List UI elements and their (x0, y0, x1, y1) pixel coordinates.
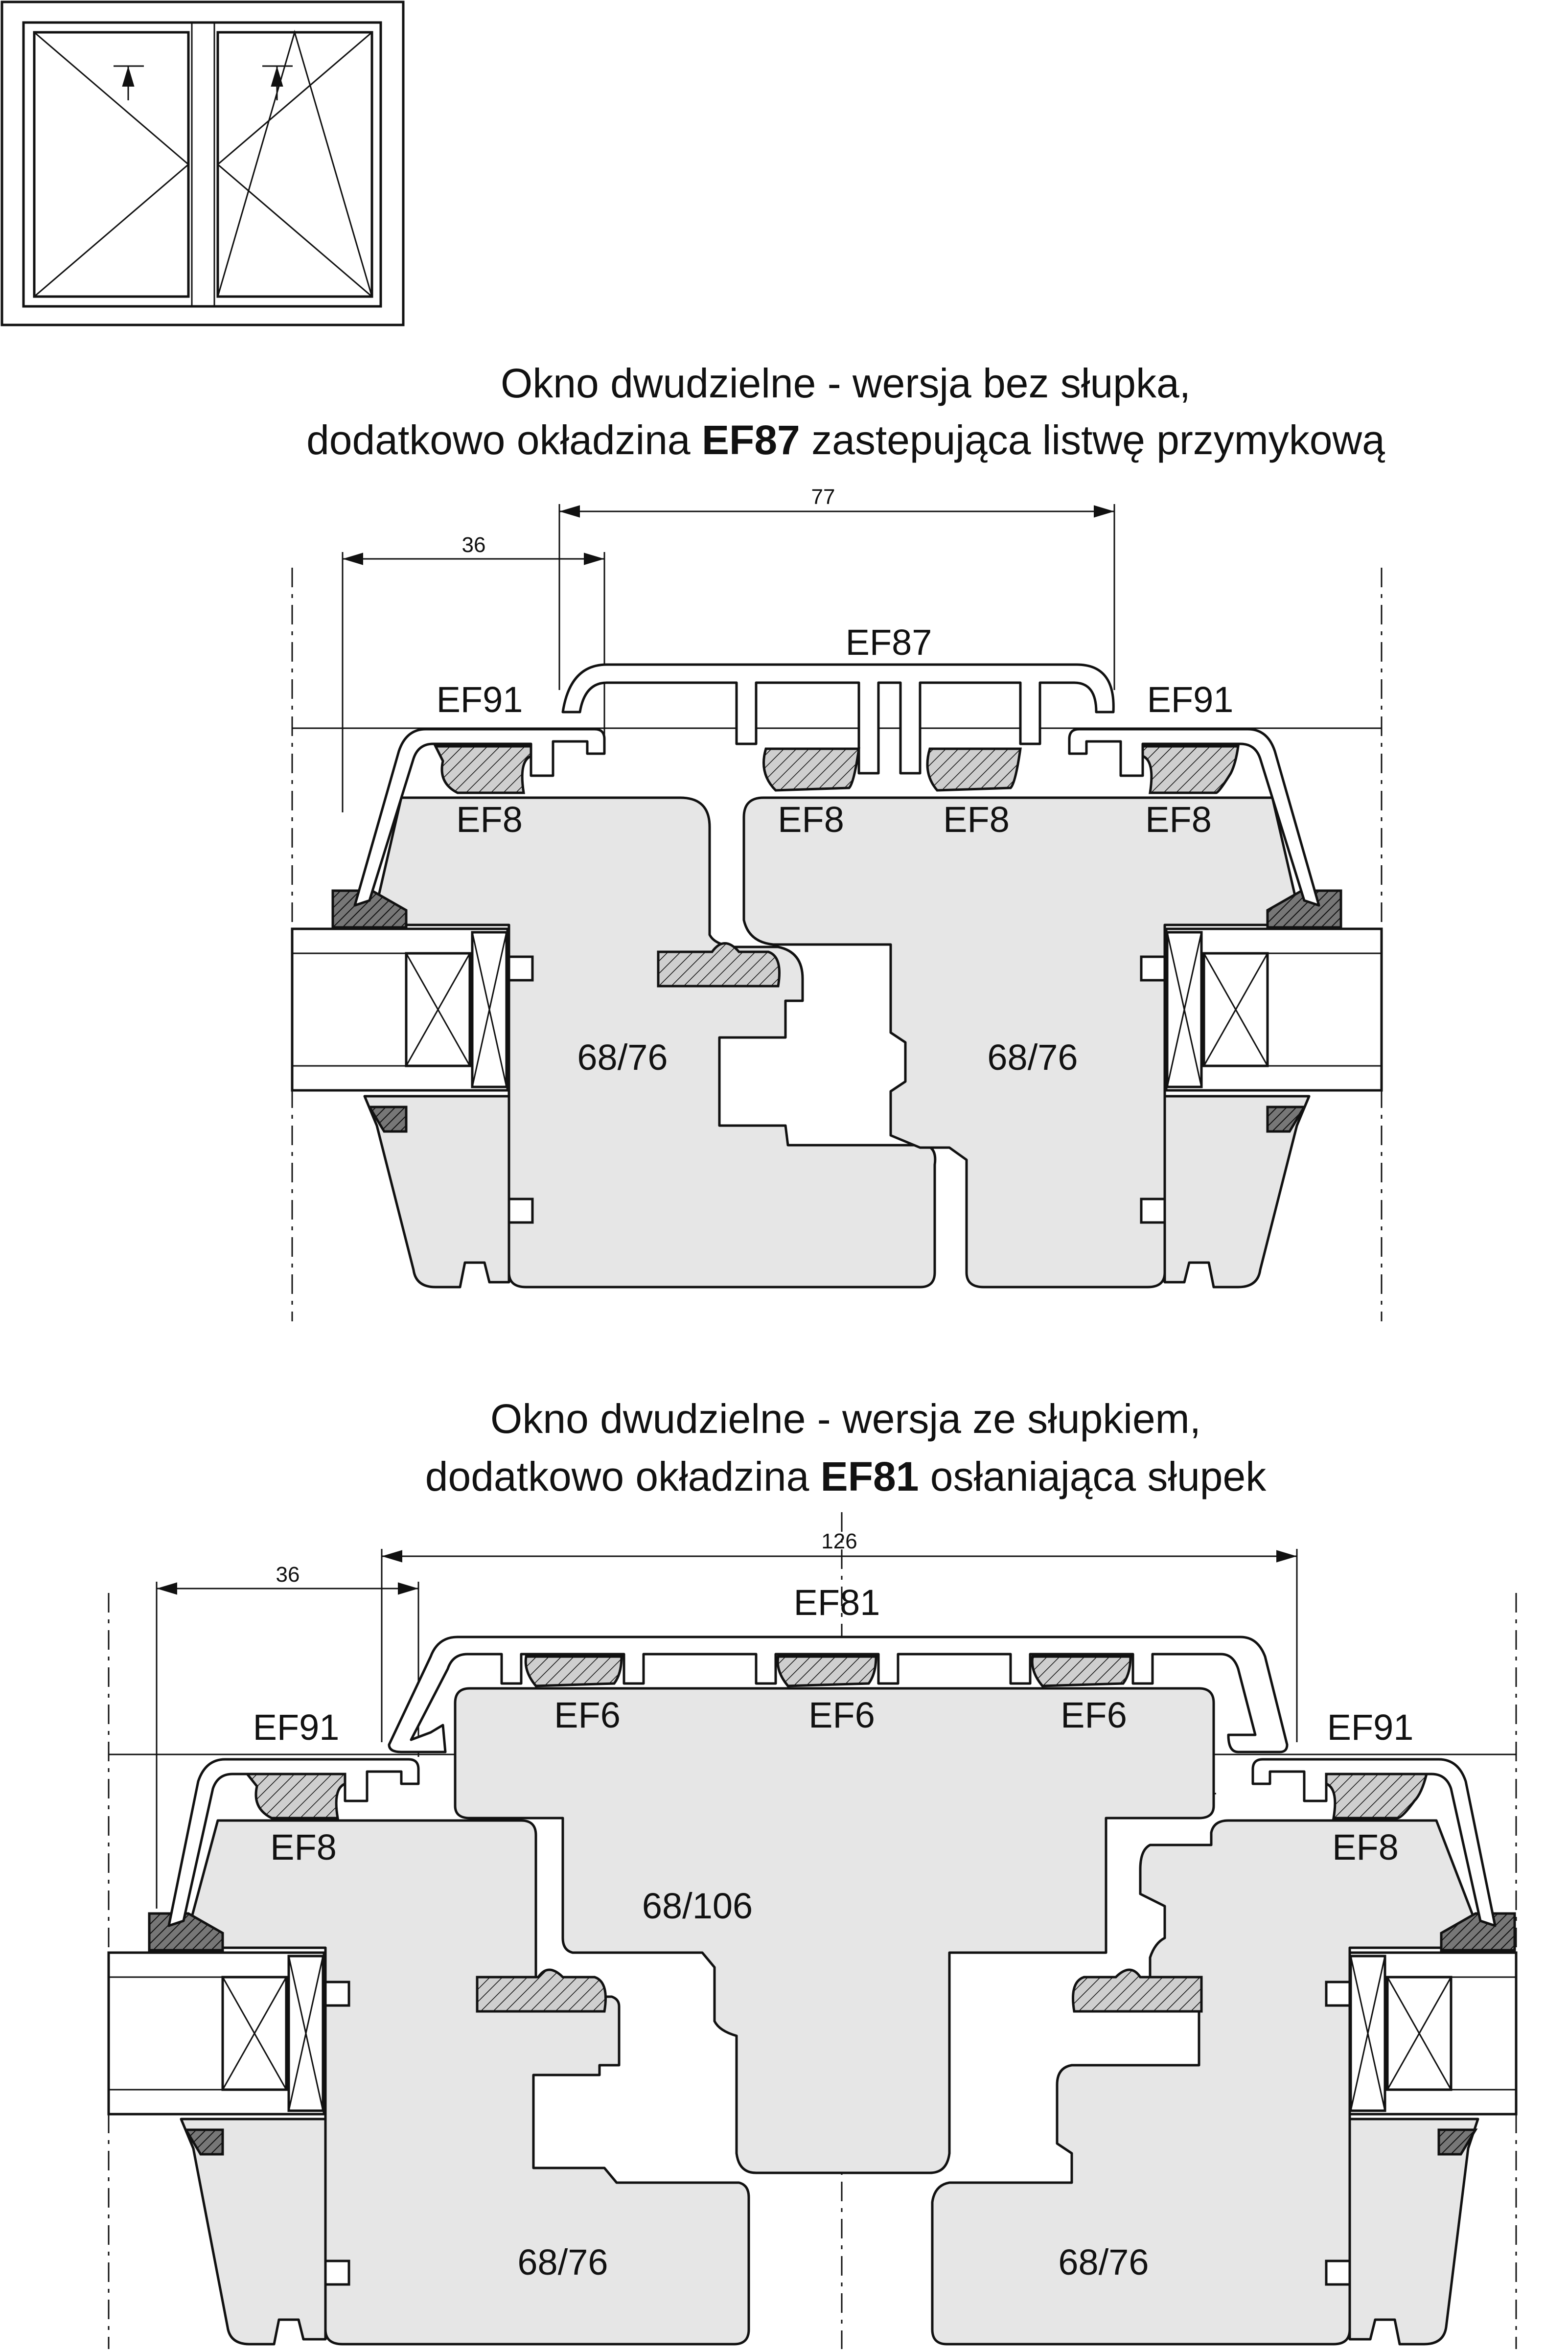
label-ef8-right-2: EF8 (1332, 1827, 1399, 1867)
ef8-gasket-left-2 (244, 1773, 346, 1820)
tilt-turn-arrow-icon (114, 65, 293, 100)
label-ef8-1: EF8 (456, 799, 523, 840)
label-mullion: 68/106 (642, 1886, 753, 1926)
dim-overall-2: 126 (821, 1529, 857, 1553)
sash-right (742, 796, 1303, 1289)
right-sash (216, 31, 373, 298)
label-ef6-3: EF6 (1061, 1695, 1127, 1735)
ef8-gasket-3 (926, 747, 1022, 792)
section-with-mullion: Okno dwudzielne - wersja ze słupkiem, do… (107, 1396, 1518, 2349)
ef8-gasket-1 (433, 745, 532, 794)
ef8-gasket-2 (762, 747, 860, 792)
glazing-gasket-right-bottom-2 (1437, 2128, 1478, 2156)
label-ef8-3: EF8 (943, 799, 1010, 840)
glass-unit-right-2 (1348, 1951, 1518, 2116)
section1-title-line1: Okno dwudzielne - wersja bez słupka, (501, 360, 1191, 406)
dim-left: 36 (462, 533, 486, 557)
frame-right-bottom (1163, 1095, 1311, 1289)
left-sash (33, 31, 190, 298)
section2-title-line1: Okno dwudzielne - wersja ze słupkiem, (490, 1396, 1201, 1442)
ef8-gasket-4 (1141, 745, 1240, 794)
label-ef81: EF81 (794, 1582, 880, 1623)
ef91-cladding-right (1068, 728, 1320, 907)
ef6-seal-1 (524, 1655, 623, 1687)
label-ef91-left-2: EF91 (253, 1707, 340, 1748)
overlap-seal-left (476, 1968, 607, 2013)
sash-left (370, 796, 937, 1289)
glass-unit-right (1165, 927, 1383, 1092)
section-without-mullion: Okno dwudzielne - wersja bez słupka, dod… (291, 360, 1385, 1321)
dimension-126: 126 (381, 1529, 1298, 1742)
ef91-cladding-right-2 (1251, 1758, 1497, 1927)
overlap-seal (657, 942, 781, 988)
section2-title-line2: dodatkowo okładzina EF81 osłaniająca słu… (425, 1453, 1267, 1499)
glazing-gasket-left-bottom (367, 1106, 408, 1133)
label-ef8-4: EF8 (1145, 799, 1212, 840)
label-profile-right-2: 68/76 (1058, 2242, 1149, 2282)
label-ef8-left-2: EF8 (270, 1827, 337, 1867)
label-ef6-2: EF6 (808, 1695, 875, 1735)
label-profile-left: 68/76 (577, 1037, 668, 1078)
glazing-gasket-left-bottom-2 (184, 2128, 224, 2156)
glass-unit-left (291, 927, 509, 1092)
double-casement-window-icon (34, 29, 373, 298)
ef91-cladding-left-2 (167, 1758, 420, 1927)
ef8-gasket-right-2 (1325, 1773, 1429, 1820)
label-ef91-left: EF91 (437, 679, 523, 720)
overlap-seal-right (1072, 1968, 1203, 2013)
frame-left-bottom (363, 1095, 510, 1289)
dim-overall: 77 (811, 485, 835, 509)
glass-unit-left-2 (107, 1951, 325, 2116)
label-ef6-1: EF6 (554, 1695, 621, 1735)
glazing-gasket-right-bottom (1266, 1106, 1307, 1133)
dimension-36: 36 (342, 533, 605, 812)
label-ef91-right-2: EF91 (1327, 1707, 1414, 1748)
ef91-cladding-left (353, 728, 606, 907)
label-profile-left-2: 68/76 (517, 2242, 608, 2282)
dimension-77: 77 (558, 485, 1115, 690)
frame-right-bottom-2 (1348, 2118, 1479, 2346)
label-ef91-right: EF91 (1147, 679, 1234, 720)
ef81-cover (388, 1636, 1289, 1753)
mullion (454, 1687, 1215, 2174)
section1-title-line2: dodatkowo okładzina EF87 zastepująca lis… (306, 417, 1385, 463)
ef6-seal-2 (776, 1655, 877, 1687)
ef6-seal-3 (1031, 1655, 1132, 1687)
window-opening-scheme (0, 0, 405, 326)
frame-left-bottom-2 (180, 2118, 327, 2346)
sash-right-2 (931, 1819, 1487, 2346)
dim-left-2: 36 (276, 1563, 300, 1587)
label-ef8-2: EF8 (778, 799, 844, 840)
ef87-cover (561, 663, 1115, 775)
label-ef87: EF87 (846, 622, 932, 663)
label-profile-right: 68/76 (987, 1037, 1078, 1078)
